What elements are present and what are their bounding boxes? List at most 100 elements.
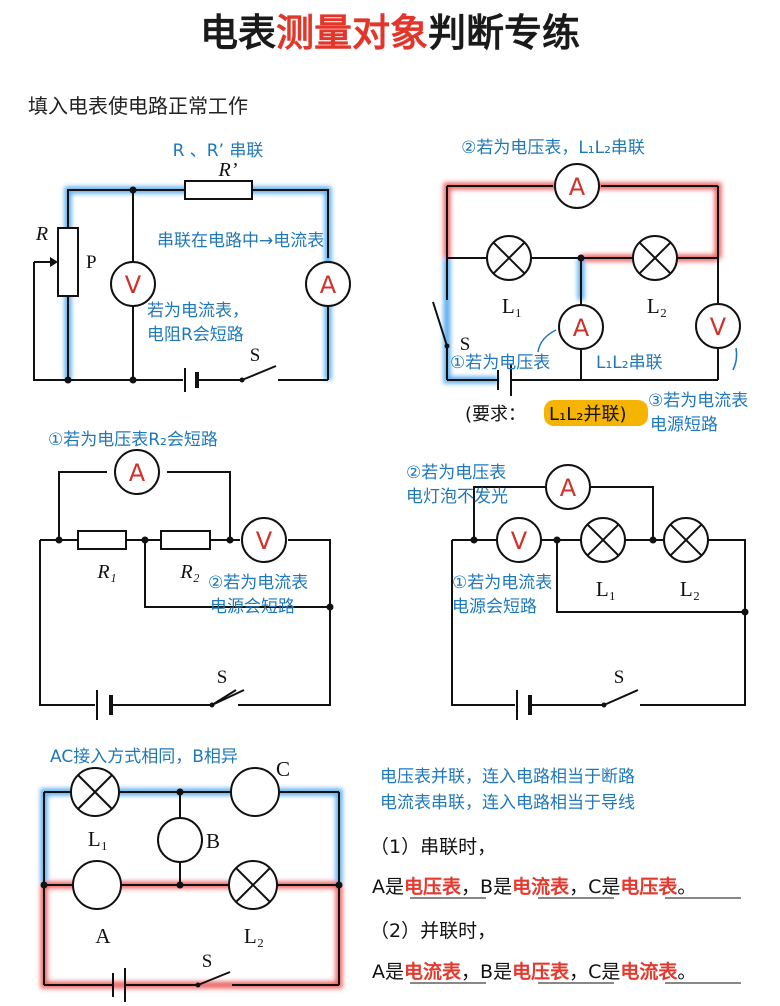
fig2-lamp-L1 (486, 235, 532, 281)
fig5-label-C: C (276, 757, 290, 781)
fig5-junctions (40, 788, 343, 889)
fig2-ammeter-top-letter: A (569, 173, 586, 201)
fig4-lamp-L2 (663, 517, 709, 563)
fig5-label-L1: L₁ (88, 827, 108, 851)
fig5-label-A: A (95, 924, 111, 948)
fig5-battery (112, 968, 126, 1002)
series-c-answer: 电压表 (620, 875, 678, 898)
series-end: 。 (677, 876, 696, 898)
series-c-prefix: C是 (588, 876, 620, 898)
fig1-label-P: P (86, 252, 97, 273)
fig5-lamp-L2 (228, 860, 278, 910)
fig2-arrows (537, 329, 738, 371)
fig3-note-top: ①若为电压表R₂会短路 (48, 430, 218, 450)
fig4-lamp-L1 (580, 517, 626, 563)
fig3-voltmeter-letter: V (256, 527, 273, 555)
summary-block: 电压表并联，连入电路相当于断路 电流表串联，连入电路相当于导线 （1）串联时， … (370, 767, 741, 984)
fig1-voltmeter-letter: V (125, 271, 142, 299)
title-part1: 电表 (200, 11, 276, 55)
fig5-label-S: S (202, 951, 213, 972)
fig4-wires (451, 486, 746, 706)
fig3-label-R2: R₂ (179, 561, 199, 583)
fig1-ammeter-letter: A (320, 271, 337, 299)
series-b-answer: 电流表 (512, 875, 570, 898)
fig5-label-L2: L₂ (244, 924, 264, 948)
fig2-req-prefix: (要求： (465, 404, 526, 425)
fig2-ammeter-middle: A (558, 304, 604, 350)
question-1: （1）串联时， (370, 836, 496, 858)
fig1-note-top: R 、R’ 串联 (173, 141, 264, 161)
fig4-label-L1: L₁ (596, 577, 616, 601)
fig5-meter-A (72, 860, 122, 910)
title-part3: 判断专练 (428, 11, 580, 55)
fig4-note-volt-2: 电灯泡不发光 (406, 487, 508, 507)
fig2-note-volt: ①若为电压表 (450, 353, 550, 373)
fig5-note-top: AC接入方式相同，B相异 (50, 747, 238, 767)
fig4-battery (516, 690, 532, 720)
fig2-ammeter-middle-letter: A (573, 314, 590, 342)
fig3-ammeter: A (114, 449, 160, 495)
fig2-lamp-L2 (632, 235, 678, 281)
figure-2: A A V ②若为电压表，L₁L₂串联 L₁ L₂ S ①若为电压表 L₁L₂ (432, 138, 748, 435)
fig2-voltmeter-letter: V (710, 313, 727, 341)
fig2-note-amm-1: ③若为电流表 (648, 391, 748, 411)
parallel-b-prefix: B是 (480, 961, 512, 983)
series-sep-2: ， (569, 876, 588, 898)
fig1-junctions (64, 186, 137, 384)
fig3-label-S: S (217, 667, 228, 688)
fig1-rheostat-R (57, 227, 79, 297)
fig1-battery (184, 368, 199, 392)
title-part2: 测量对象 (276, 11, 428, 55)
fig2-requirement-highlight (544, 400, 648, 426)
fig4-junctions (470, 536, 749, 616)
parallel-sep-1: ， (461, 961, 480, 983)
fig2-note-amm-2: 电源短路 (650, 415, 718, 435)
fig1-ammeter: A (305, 261, 351, 307)
parallel-b-answer: 电压表 (512, 960, 570, 983)
fig4-voltmeter-letter: V (511, 527, 528, 555)
fig4-label-L2: L₂ (680, 577, 700, 601)
fig3-switch (209, 689, 245, 708)
series-a-answer: 电压表 (404, 875, 462, 898)
series-b-prefix: B是 (480, 876, 512, 898)
fig1-wires (33, 189, 329, 381)
fig4-label-S: S (614, 667, 625, 688)
fig1-note-short-1: 若为电流表， (147, 301, 249, 321)
fig3-resistor-R2 (160, 530, 211, 550)
fig1-blue-glow (64, 186, 332, 380)
fig2-voltmeter: V (695, 303, 741, 349)
fig2-note-top: ②若为电压表，L₁L₂串联 (461, 138, 645, 158)
figure-1: V A R 、R’ 串联 R’ R P 串联在电路中→电流表 若为电流表， 电阻… (33, 141, 351, 392)
figure-3: A V ①若为电压表R₂会短路 R₁ R₂ ②若为电流表 电源会短路 S (39, 430, 334, 720)
fig3-battery (96, 690, 113, 720)
fig2-req-highlight: L₁L₂并联 (549, 404, 620, 425)
summary-line2: 电流表串联，连入电路相当于导线 (380, 793, 635, 813)
answer-row-parallel: A是电流表，B是电压表，C是电流表。 (372, 960, 696, 983)
series-sep-1: ， (461, 876, 480, 898)
fig3-label-R1: R₁ (96, 561, 116, 583)
fig1-label-S: S (250, 345, 261, 366)
fig1-note-series: 串联在电路中→电流表 (157, 231, 324, 251)
fig1-slider-arrow (50, 257, 58, 267)
fig2-label-S: S (460, 334, 471, 355)
fig3-note-amm-2: 电源会短路 (210, 597, 295, 617)
fig2-battery (497, 364, 512, 396)
fig2-ammeter-top: A (554, 163, 600, 209)
figure-5: AC接入方式相同，B相异 C B L₁ A L₂ S (40, 747, 343, 1002)
fig1-resistor-Rprime (184, 180, 253, 200)
fig4-ammeter: A (545, 464, 591, 510)
fig2-note-series: L₁L₂串联 (596, 353, 663, 373)
fig3-junctions (55, 536, 334, 611)
fig2-switch (432, 301, 450, 349)
fig5-label-B: B (206, 829, 220, 853)
fig2-label-L1: L₁ (502, 294, 522, 318)
figure-4: A V ②若为电压表 电灯泡不发光 ①若为电流表 电源会短路 L₁ L₂ S (406, 463, 749, 720)
parallel-sep-2: ， (569, 961, 588, 983)
fig4-voltmeter: V (496, 517, 542, 563)
fig1-label-R: R (35, 223, 48, 245)
fig2-req-suffix: ) (620, 404, 627, 425)
fig5-lamp-L1 (70, 767, 120, 817)
fig1-voltmeter: V (110, 261, 156, 307)
summary-line1: 电压表并联，连入电路相当于断路 (380, 767, 635, 787)
